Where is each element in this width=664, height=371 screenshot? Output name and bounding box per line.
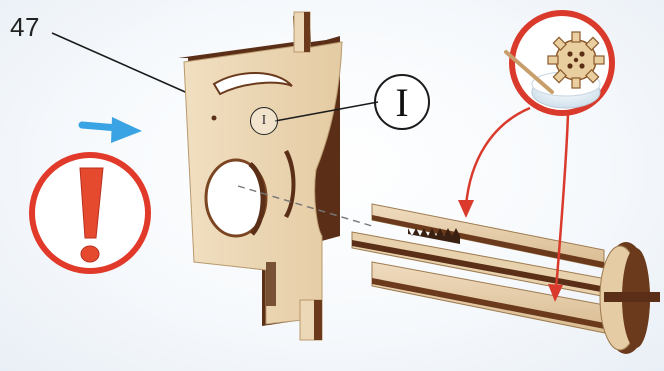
direction-arrow-icon	[82, 117, 142, 143]
glue-application-arrow	[458, 108, 530, 218]
engraved-roman-numeral: I	[250, 107, 278, 135]
wooden-plate-part	[178, 12, 342, 340]
glue-icon	[506, 13, 612, 113]
gear-icon	[548, 32, 604, 88]
wooden-rod-assembly	[352, 204, 660, 354]
warning-exclamation-icon	[32, 155, 148, 271]
